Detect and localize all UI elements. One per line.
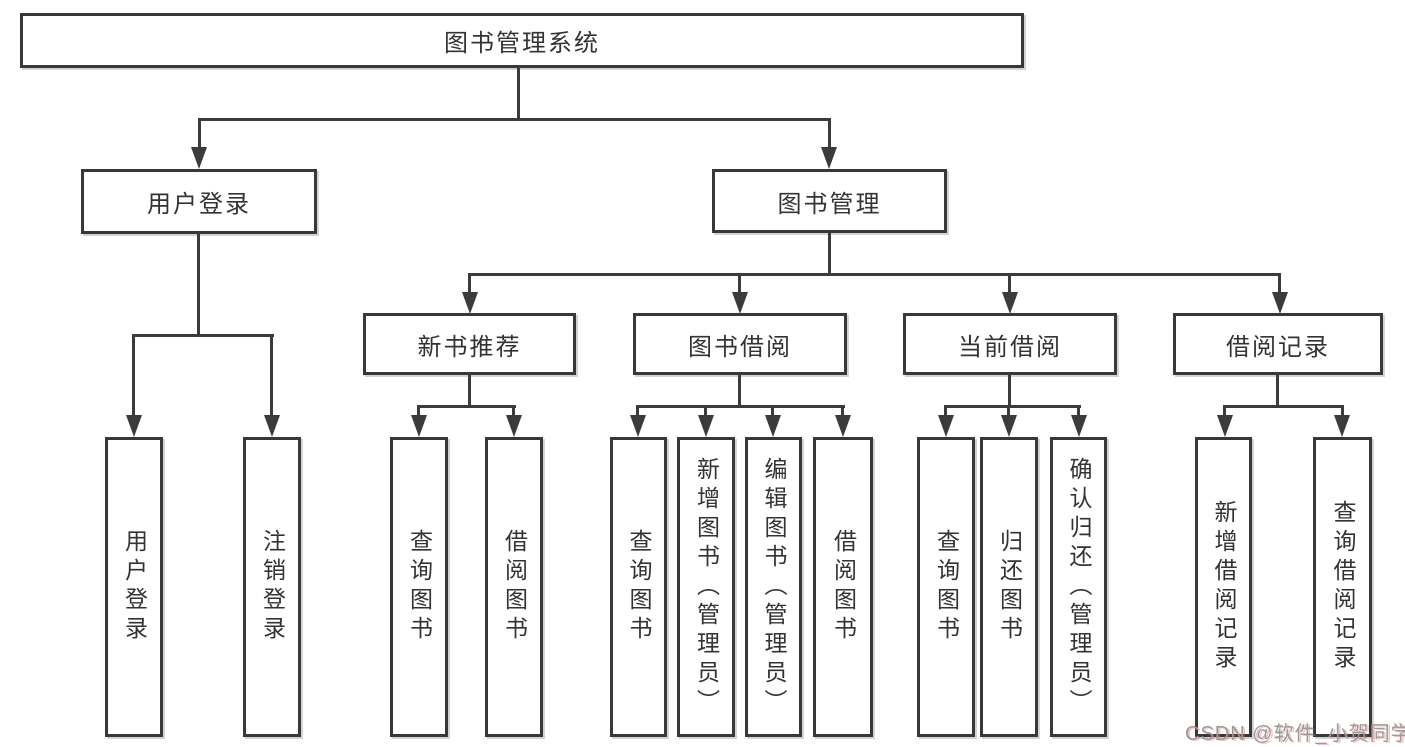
arrow-down-icon xyxy=(1272,292,1288,314)
node-user-login: 用户登录 xyxy=(81,169,317,234)
connector-stub xyxy=(704,405,707,419)
node-borrow-records: 借阅记录 xyxy=(1173,313,1383,375)
connector-stub xyxy=(417,405,420,419)
arrow-down-icon xyxy=(1217,415,1233,437)
arrow-down-icon xyxy=(126,415,142,437)
connector-stub xyxy=(738,273,741,295)
arrow-down-icon xyxy=(191,147,207,169)
connector-user-login-bar xyxy=(132,334,274,337)
connector-book-mgmt-bar xyxy=(469,273,1281,276)
connector-stub xyxy=(1223,405,1226,419)
node-current-borrow: 当前借阅 xyxy=(903,313,1117,375)
arrow-down-icon xyxy=(1002,292,1018,314)
arrow-down-icon xyxy=(411,415,427,437)
arrow-down-icon xyxy=(506,415,522,437)
leaf-borrow-book: 借阅图书 xyxy=(813,437,873,737)
connector-user-login-trunk xyxy=(197,233,200,337)
connector-stub xyxy=(198,118,201,150)
arrow-down-icon xyxy=(821,147,837,169)
arrow-down-icon xyxy=(938,415,954,437)
connector-stub xyxy=(1008,273,1011,295)
connector-stub xyxy=(1007,405,1010,419)
connector-stub xyxy=(1341,405,1344,419)
leaf-query-book-current: 查询图书 xyxy=(917,437,975,737)
connector-recommend-trunk xyxy=(468,374,471,407)
csdn-watermark: CSDN @软件_小贺同学 xyxy=(1185,723,1405,745)
leaf-label: 确认归还（管理员） xyxy=(1066,456,1092,718)
connector-stub xyxy=(468,273,471,295)
leaf-label: 查询借阅记录 xyxy=(1330,500,1356,674)
arrow-down-icon xyxy=(462,292,478,314)
arrow-down-icon xyxy=(732,292,748,314)
leaf-add-book-admin: 新增图书（管理员） xyxy=(677,437,735,737)
arrow-down-icon xyxy=(1334,415,1350,437)
leaf-label: 新增图书（管理员） xyxy=(693,456,720,718)
leaf-query-book: 查询图书 xyxy=(610,437,667,737)
leaf-label: 注销登录 xyxy=(259,529,286,645)
leaf-label: 用户登录 xyxy=(121,529,148,645)
leaf-add-borrow-record: 新增借阅记录 xyxy=(1195,437,1252,737)
arrow-down-icon xyxy=(835,415,851,437)
leaf-confirm-return-admin: 确认归还（管理员） xyxy=(1050,437,1107,737)
leaf-return-book: 归还图书 xyxy=(980,437,1038,737)
connector-current-trunk xyxy=(1008,374,1011,407)
leaf-label: 查询图书 xyxy=(406,529,433,645)
connector-stub xyxy=(132,334,135,418)
leaf-label: 借阅图书 xyxy=(830,529,857,645)
connector-stub xyxy=(1278,273,1281,295)
connector-root-bar xyxy=(198,118,831,121)
connector-recommend-bar xyxy=(417,405,516,408)
leaf-label: 归还图书 xyxy=(996,529,1023,645)
leaf-borrow-book-recommend: 借阅图书 xyxy=(485,437,543,737)
connector-stub xyxy=(771,405,774,419)
leaf-label: 查询图书 xyxy=(626,529,652,645)
leaf-label: 借阅图书 xyxy=(501,529,528,645)
connector-root-trunk xyxy=(517,67,520,121)
leaf-label: 查询图书 xyxy=(933,529,960,645)
leaf-label: 编辑图书（管理员） xyxy=(761,456,787,718)
connector-current-bar xyxy=(944,405,1081,408)
connector-stub xyxy=(512,405,515,419)
connector-records-trunk xyxy=(1276,374,1279,407)
connector-stub xyxy=(1077,405,1080,419)
connector-book-mgmt-trunk xyxy=(828,233,831,276)
connector-borrow-trunk xyxy=(738,374,741,407)
arrow-down-icon xyxy=(264,415,280,437)
leaf-user-login: 用户登录 xyxy=(105,437,163,737)
node-library-management-system: 图书管理系统 xyxy=(20,13,1024,68)
connector-stub xyxy=(828,118,831,150)
node-book-borrow: 图书借阅 xyxy=(633,313,847,375)
arrow-down-icon xyxy=(698,415,714,437)
connector-stub xyxy=(841,405,844,419)
arrow-down-icon xyxy=(1001,415,1017,437)
node-new-book-recommend: 新书推荐 xyxy=(363,313,576,375)
connector-stub xyxy=(270,334,273,418)
arrow-down-icon xyxy=(630,415,646,437)
arrow-down-icon xyxy=(765,415,781,437)
leaf-query-book-recommend: 查询图书 xyxy=(390,437,448,737)
leaf-logout: 注销登录 xyxy=(243,437,301,737)
leaf-label: 新增借阅记录 xyxy=(1211,500,1237,674)
connector-borrow-bar xyxy=(636,405,845,408)
connector-stub xyxy=(944,405,947,419)
connector-stub xyxy=(636,405,639,419)
leaf-query-borrow-record: 查询借阅记录 xyxy=(1313,437,1372,737)
node-book-management: 图书管理 xyxy=(712,169,947,233)
connector-records-bar xyxy=(1223,405,1344,408)
arrow-down-icon xyxy=(1071,415,1087,437)
leaf-edit-book-admin: 编辑图书（管理员） xyxy=(745,437,802,737)
